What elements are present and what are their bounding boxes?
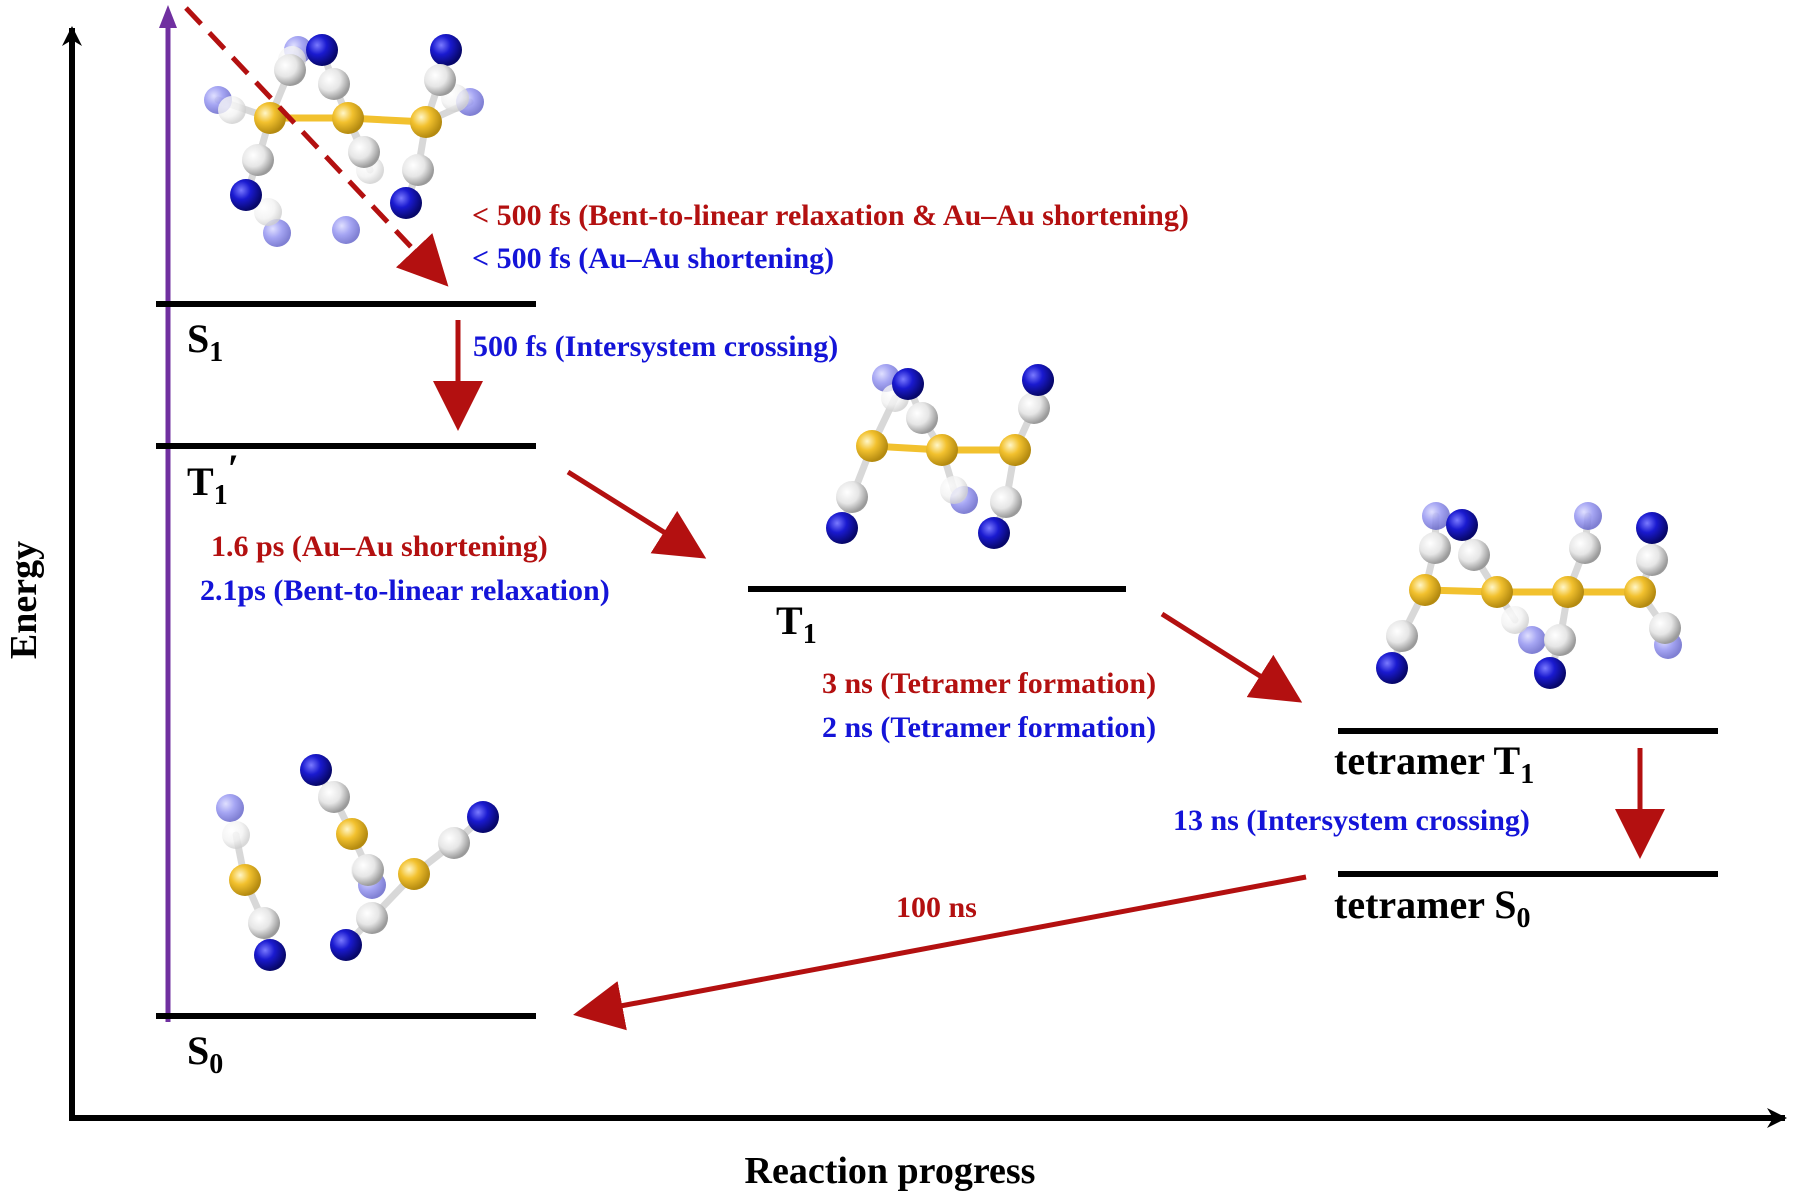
annotation-tetramer-isc-blue: 13 ns (Intersystem crossing) [1173, 804, 1530, 837]
carbon-atom [1649, 612, 1681, 644]
nitrogen-atom [430, 34, 462, 66]
nitrogen-atom [306, 34, 338, 66]
carbon-atom [1386, 620, 1418, 652]
carbon-atom-back [254, 198, 282, 226]
nitrogen-atom [978, 517, 1010, 549]
annotation-tetramer-blue: 2 ns (Tetramer formation) [822, 711, 1156, 744]
carbon-atom-back [1501, 606, 1529, 634]
annotation-tetramer-red: 3 ns (Tetramer formation) [822, 667, 1156, 700]
carbon-atom [352, 854, 384, 886]
gold-atom [1409, 574, 1441, 606]
gold-atom [410, 106, 442, 138]
nitrogen-atom-back [332, 216, 360, 244]
gold-atom [336, 818, 368, 850]
nitrogen-atom [1446, 509, 1478, 541]
gold-atom [1481, 576, 1513, 608]
nitrogen-atom [230, 179, 262, 211]
excitation-arrow-head [159, 5, 177, 28]
carbon-atom-back [940, 476, 968, 504]
return-arrow-s0 [573, 874, 1307, 1031]
carbon-atom [424, 64, 456, 96]
s0-molecule-structure [216, 754, 499, 971]
nitrogen-atom [467, 801, 499, 833]
annotation-t1p-red: 1.6 ps (Au–Au shortening) [211, 530, 548, 563]
level-labels: S1 T1′ T1 tetramer T1 tetramer S0 S0 [187, 316, 1534, 1080]
carbon-atom [1544, 624, 1576, 656]
carbon-atom [836, 481, 868, 513]
carbon-atom [438, 827, 470, 859]
energy-levels [156, 301, 1718, 1019]
nitrogen-atom [300, 754, 332, 786]
annotation-t1p-blue: 2.1ps (Bent-to-linear relaxation) [200, 574, 610, 607]
nitrogen-atom [1534, 657, 1566, 689]
arrow-t1-tetramer [1160, 611, 1303, 703]
carbon-atom [274, 54, 306, 86]
relaxation-arrow-dashed [184, 6, 449, 287]
carbon-atom [906, 402, 938, 434]
carbon-atom [1018, 392, 1050, 424]
carbon-atom [318, 68, 350, 100]
nitrogen-atom-back [1518, 626, 1546, 654]
nitrogen-atom [826, 512, 858, 544]
s1-molecule-structure [204, 34, 484, 247]
axes: Energy Reaction progress [3, 26, 1787, 1192]
gold-atom [254, 102, 286, 134]
t1-molecule-structure [826, 364, 1054, 549]
annotation-s1-relax-blue: < 500 fs (Au–Au shortening) [472, 242, 834, 275]
carbon-atom-back [222, 821, 250, 849]
carbon-atom [242, 144, 274, 176]
annotations: < 500 fs (Bent-to-linear relaxation & Au… [200, 199, 1530, 924]
carbon-atom-back [218, 96, 246, 124]
annotation-s1-relax-red: < 500 fs (Bent-to-linear relaxation & Au… [472, 199, 1189, 232]
carbon-atom [318, 781, 350, 813]
nitrogen-atom [330, 929, 362, 961]
carbon-atom [1636, 544, 1668, 576]
arrow-t1p-t1 [566, 469, 707, 559]
label-t1-prime: T1′ [187, 446, 239, 511]
nitrogen-atom-back [263, 219, 291, 247]
gold-atom [926, 434, 958, 466]
nitrogen-atom [892, 368, 924, 400]
label-t1: T1 [776, 598, 817, 650]
gold-atom [229, 864, 261, 896]
carbon-atom [1569, 532, 1601, 564]
carbon-atom [402, 154, 434, 186]
carbon-atom [990, 486, 1022, 518]
label-tetramer-s0: tetramer S0 [1334, 882, 1531, 934]
carbon-atom [1419, 532, 1451, 564]
gold-atom [856, 430, 888, 462]
label-tetramer-t1: tetramer T1 [1334, 738, 1534, 790]
carbon-atom [1458, 539, 1490, 571]
label-s0: S0 [187, 1028, 223, 1080]
y-axis-label: Energy [3, 541, 45, 659]
carbon-atom [348, 136, 380, 168]
x-axis-label: Reaction progress [745, 1150, 1036, 1192]
gold-atom [999, 434, 1031, 466]
carbon-atom [356, 902, 388, 934]
nitrogen-atom-back [216, 794, 244, 822]
nitrogen-atom [1636, 512, 1668, 544]
gold-atom [332, 102, 364, 134]
carbon-atom [248, 907, 280, 939]
nitrogen-atom-back [1422, 502, 1450, 530]
gold-atom [398, 858, 430, 890]
nitrogen-atom [1022, 364, 1054, 396]
annotation-return-red: 100 ns [896, 891, 977, 924]
nitrogen-atom [254, 939, 286, 971]
gold-atom [1624, 576, 1656, 608]
nitrogen-atom-back [1574, 502, 1602, 530]
label-s1: S1 [187, 316, 223, 368]
nitrogen-atom [390, 187, 422, 219]
annotation-isc-blue: 500 fs (Intersystem crossing) [473, 330, 838, 363]
nitrogen-atom [1376, 652, 1408, 684]
transition-arrows [184, 6, 1665, 1031]
tetramer-molecule-structure [1376, 502, 1682, 689]
gold-atom [1552, 576, 1584, 608]
